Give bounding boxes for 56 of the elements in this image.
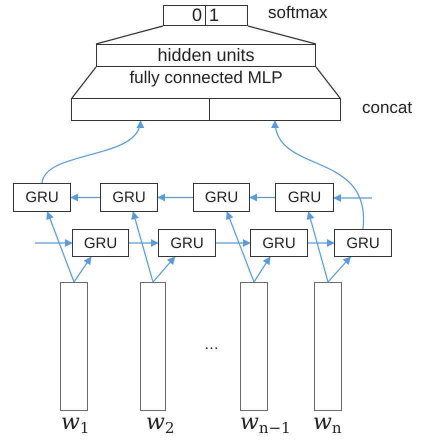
hidden-layer-box	[96, 44, 316, 67]
gru-box	[334, 229, 392, 257]
gru-box	[72, 229, 129, 257]
gru-label: GRU	[84, 234, 118, 252]
arrow	[35, 239, 73, 247]
gru-label: GRU	[204, 189, 238, 206]
connector-line	[96, 25, 164, 45]
arrow	[254, 256, 271, 282]
gru-box	[193, 183, 250, 212]
layer-label: hidden units	[157, 45, 255, 66]
arrow	[226, 211, 255, 282]
arrow	[328, 256, 351, 282]
gru-box	[275, 183, 334, 212]
arrow	[131, 211, 154, 282]
gru-label: GRU	[262, 234, 296, 252]
arrow	[74, 256, 92, 282]
arrow	[152, 256, 176, 282]
gru-label: GRU	[288, 189, 322, 206]
output-value: 0	[190, 6, 203, 25]
word-label: w$_{2}$	[146, 410, 174, 437]
arrow	[249, 194, 275, 202]
arrow	[306, 211, 329, 282]
arrow	[70, 194, 100, 202]
ellipsis: …	[204, 336, 219, 353]
concat-cell	[71, 98, 210, 121]
gru-label: GRU	[346, 234, 380, 252]
mlp-trapezoid	[72, 67, 340, 98]
arrow	[333, 194, 372, 202]
vector-bar	[240, 282, 268, 411]
vector-bar	[314, 282, 342, 411]
arrow	[41, 120, 143, 184]
gru-box	[250, 229, 308, 257]
vector-bar	[60, 282, 88, 411]
word-label: w$_{1}$	[61, 410, 90, 437]
arrow	[272, 120, 364, 229]
concat-cell	[209, 98, 341, 121]
arrow	[308, 239, 335, 247]
layer-label: fully connected MLP	[129, 68, 283, 88]
arrow	[129, 239, 159, 247]
gru-box	[100, 183, 158, 212]
output-value: 1	[205, 6, 247, 25]
softmax-box	[163, 5, 248, 26]
word-label: w$_{n}$	[313, 410, 342, 437]
word-label: w$_{n−1}$	[240, 410, 291, 437]
gru-label: GRU	[170, 234, 204, 252]
connector-line	[248, 25, 316, 45]
layer-name: softmax	[268, 3, 328, 23]
layer-name: concat	[362, 98, 412, 118]
arrow	[46, 211, 75, 282]
gru-box	[158, 229, 216, 257]
gru-label: GRU	[112, 189, 146, 206]
vector-bar	[140, 282, 166, 411]
arrow	[216, 239, 251, 247]
gru-label: GRU	[25, 189, 59, 206]
gru-box	[13, 183, 71, 212]
arrow	[157, 194, 193, 202]
